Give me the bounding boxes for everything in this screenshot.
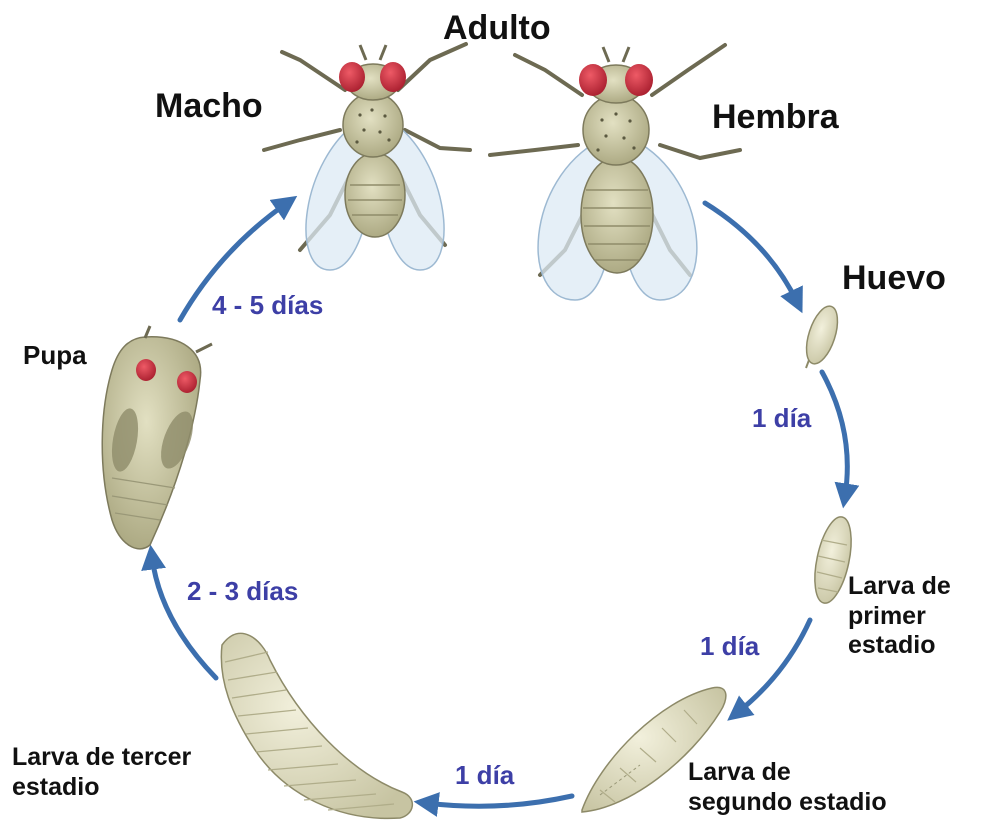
label-male: Macho <box>155 86 263 126</box>
female-fly <box>490 45 740 300</box>
label-pupa: Pupa <box>23 340 87 371</box>
larva-third-instar <box>221 633 412 818</box>
arrow-larva2-to-larva3 <box>426 796 572 806</box>
pupa <box>102 326 212 549</box>
label-larva-first: Larva de primer estadio <box>848 572 951 661</box>
arrow-egg-to-larva1 <box>822 372 847 496</box>
egg <box>800 302 843 368</box>
duration-egg-to-larva1: 1 día <box>752 403 811 434</box>
label-female: Hembra <box>712 97 839 137</box>
duration-pupa-to-adult: 4 - 5 días <box>212 290 323 321</box>
label-larva-second: Larva de segundo estadio <box>688 758 887 817</box>
duration-larva2-to-larva3: 1 día <box>455 760 514 791</box>
male-fly <box>264 44 470 270</box>
duration-larva3-to-pupa: 2 - 3 días <box>187 576 298 607</box>
arrow-adult-to-egg <box>705 203 797 302</box>
label-adult: Adulto <box>443 8 551 48</box>
duration-larva1-to-larva2: 1 día <box>700 631 759 662</box>
label-larva-third: Larva de tercer estadio <box>12 743 191 802</box>
label-egg: Huevo <box>842 258 946 298</box>
